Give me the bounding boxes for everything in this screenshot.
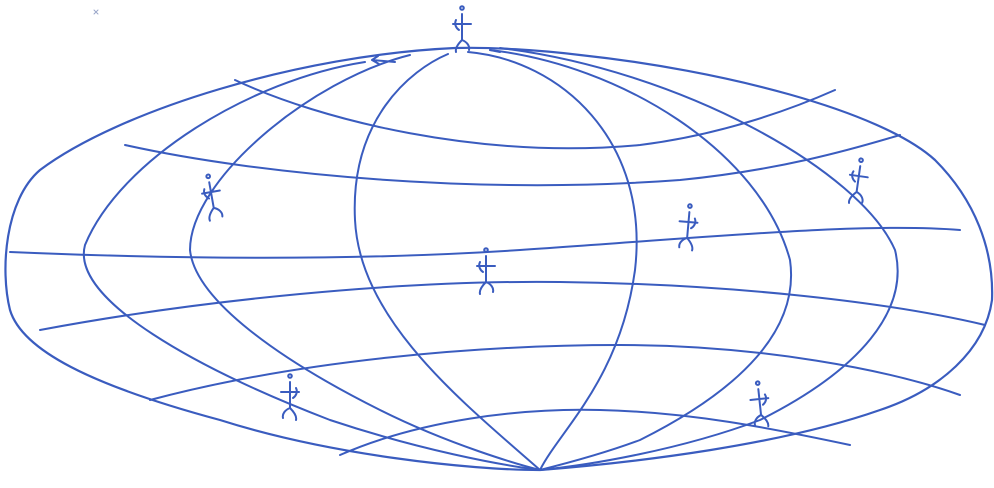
globe-outline bbox=[5, 48, 992, 470]
meridian-center-right bbox=[468, 52, 637, 470]
figure-top-stick-figure bbox=[453, 6, 471, 52]
meridian-center-left bbox=[355, 54, 540, 470]
figure-upper-right-stick-figure bbox=[846, 157, 870, 205]
parallel-2 bbox=[125, 135, 900, 185]
figure-lower-left-strokes bbox=[281, 374, 299, 420]
scan-speck bbox=[94, 10, 98, 14]
parallel-4 bbox=[150, 345, 960, 400]
meridian-lines bbox=[84, 48, 898, 470]
figure-center-strokes bbox=[477, 248, 495, 294]
parallel-equator-upper bbox=[10, 228, 960, 258]
meridian-right bbox=[490, 50, 791, 470]
parallel-lines bbox=[10, 80, 985, 455]
parallel-equator-lower bbox=[40, 282, 985, 330]
figure-lower-left-stick-figure bbox=[281, 374, 299, 420]
parallel-5 bbox=[340, 410, 850, 455]
figure-center-stick-figure bbox=[477, 248, 495, 294]
meridian-left bbox=[190, 55, 540, 470]
figure-right-center-stick-figure bbox=[677, 204, 699, 251]
figure-top-strokes bbox=[453, 6, 471, 52]
figure-right-center-strokes bbox=[677, 204, 699, 251]
figure-upper-right-strokes bbox=[846, 157, 870, 205]
